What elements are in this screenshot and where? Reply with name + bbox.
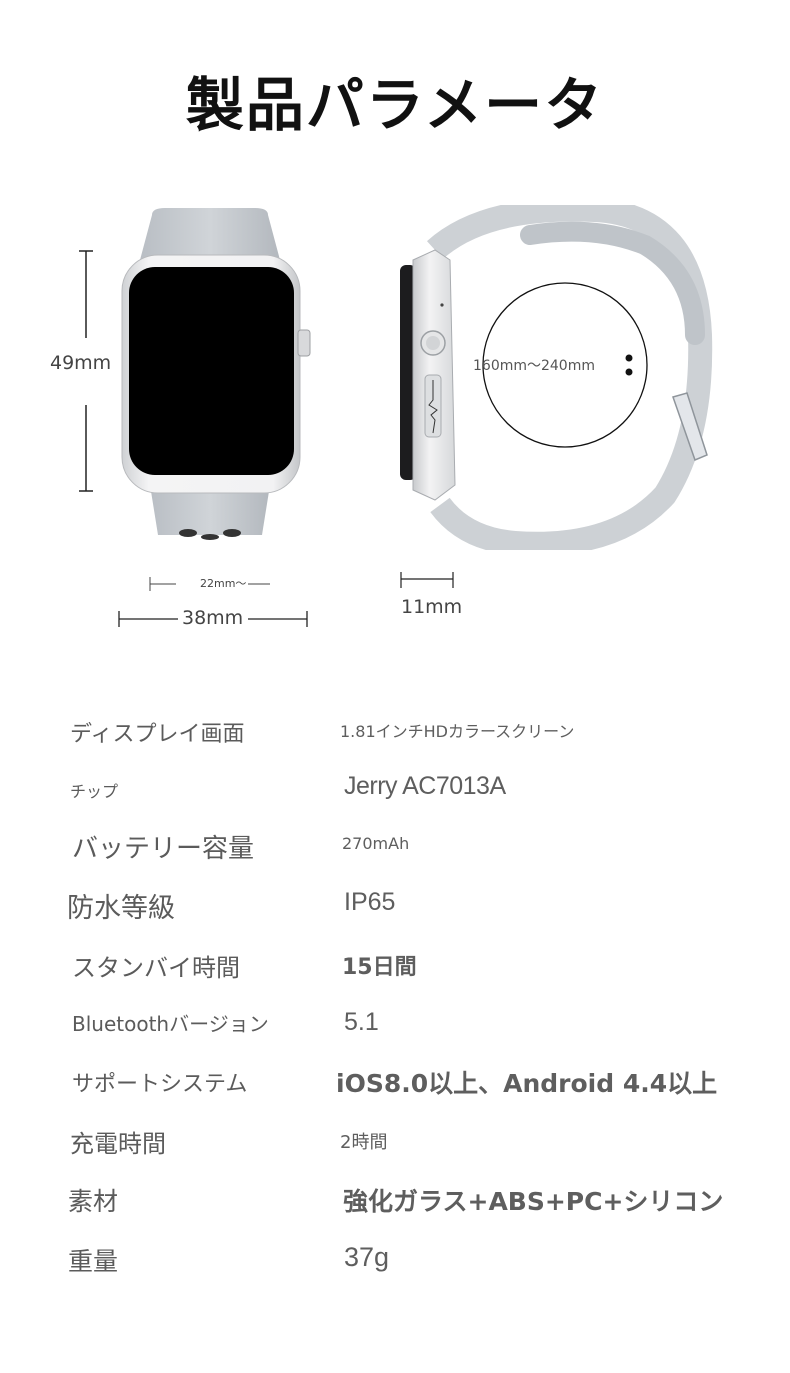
- case-width-label: 38mm: [182, 607, 244, 629]
- spec-row-waterproof: 防水等級 IP65: [0, 886, 790, 926]
- band-width-label: 22mm〜: [200, 577, 247, 590]
- spec-value: 270mAh: [342, 834, 410, 853]
- spec-label: 充電時間: [70, 1130, 166, 1158]
- watch-front-illustration: [121, 208, 311, 540]
- spec-label: 素材: [68, 1187, 119, 1216]
- spec-value: IP65: [344, 888, 396, 916]
- spec-row-standby: スタンバイ時間 15日間: [0, 946, 790, 986]
- spec-label: チップ: [70, 782, 119, 801]
- spec-value: 強化ガラス+ABS+PC+シリコン: [343, 1187, 724, 1216]
- spec-label: ディスプレイ画面: [70, 722, 245, 747]
- spec-label: サポートシステム: [72, 1072, 248, 1097]
- spec-value: 15日間: [342, 955, 417, 980]
- page-title: 製品パラメータ: [185, 71, 605, 139]
- spec-label: 防水等級: [67, 893, 175, 924]
- band-circumference-label: 160mm〜240mm: [473, 358, 595, 374]
- spec-value: 5.1: [344, 1008, 379, 1036]
- spec-row-weight: 重量 37g: [0, 1240, 790, 1280]
- spec-label: バッテリー容量: [72, 834, 255, 864]
- spec-row-charging: 充電時間 2時間: [0, 1122, 790, 1162]
- spec-value: 1.81インチHDカラースクリーン: [340, 722, 575, 741]
- spec-label: 重量: [68, 1247, 119, 1276]
- spec-value: 37g: [344, 1242, 390, 1272]
- height-dimension-line: [79, 250, 93, 492]
- height-label: 49mm: [50, 352, 112, 374]
- spec-label: Bluetoothバージョン: [72, 1012, 269, 1036]
- spec-row-display: ディスプレイ画面 1.81インチHDカラースクリーン: [0, 712, 790, 752]
- spec-label: スタンバイ時間: [72, 954, 240, 982]
- band-width-dimension-line: [149, 577, 270, 591]
- spec-row-system: サポートシステム iOS8.0以上、Android 4.4以上: [0, 1062, 790, 1102]
- case-width-dimension-line: [118, 611, 308, 627]
- thickness-dimension-line: [400, 572, 454, 588]
- spec-row-battery: バッテリー容量 270mAh: [0, 828, 790, 868]
- watch-side-illustration: [400, 205, 713, 550]
- spec-row-chip: チップ Jerry AC7013A: [0, 770, 790, 810]
- spec-value: 2時間: [340, 1132, 388, 1153]
- spec-value: iOS8.0以上、Android 4.4以上: [336, 1069, 718, 1098]
- spec-row-bluetooth: Bluetoothバージョン 5.1: [0, 1004, 790, 1044]
- spec-row-material: 素材 強化ガラス+ABS+PC+シリコン: [0, 1180, 790, 1220]
- thickness-label: 11mm: [401, 596, 463, 618]
- spec-value: Jerry AC7013A: [344, 772, 506, 800]
